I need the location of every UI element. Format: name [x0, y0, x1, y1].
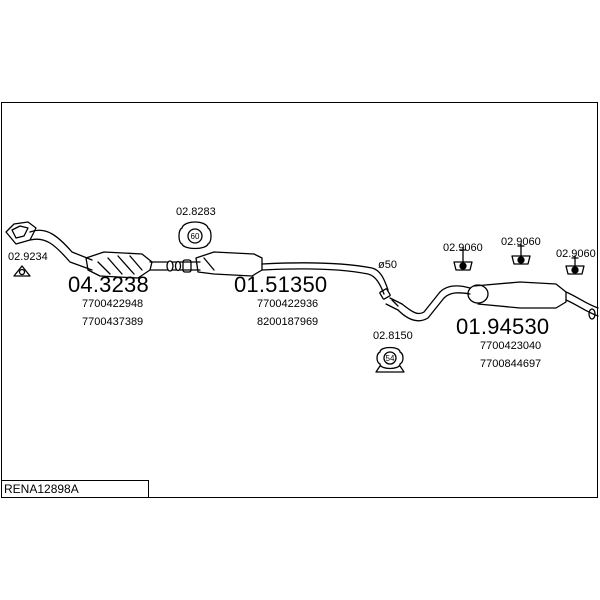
middle-silencer-part-number: 01.51350: [234, 272, 328, 297]
rear-silencer-drawing: [397, 281, 599, 322]
downpipe-ref-1: 7700422948: [82, 298, 144, 310]
rear-silencer-ref-2: 7700844697: [480, 358, 542, 370]
rear-silencer-ref-1: 7700423040: [480, 340, 542, 352]
clamp-rear-part-number: 02.8150: [373, 330, 413, 342]
hanger-icon: [453, 247, 473, 271]
clamp-size-label: 54: [386, 354, 395, 363]
middle-silencer-ref-1: 7700422936: [257, 298, 319, 310]
rear-silencer-part-number: 01.94530: [456, 314, 550, 339]
clamp-size-label: 60: [191, 232, 200, 241]
middle-silencer-ref-2: 8200187969: [257, 316, 319, 328]
hanger-2-part-number: 02.9060: [501, 236, 541, 248]
downpipe-ref-2: 7700437389: [82, 316, 144, 328]
diagram-code: RENA12898A: [4, 482, 79, 496]
clamp-icon: [178, 221, 212, 250]
clamp-mid-part-number: 02.8283: [176, 206, 216, 218]
hanger-3-part-number: 02.9060: [556, 248, 596, 260]
hanger-icon: [565, 255, 585, 275]
downpipe-drawing: [5, 221, 182, 279]
pipe-diameter-label: ø50: [378, 259, 397, 271]
clamp-icon: [375, 346, 405, 373]
middle-silencer-drawing: [179, 251, 403, 311]
gasket-icon: [13, 265, 31, 277]
diagram-code-box: RENA12898A: [1, 480, 149, 498]
gasket-part-number: 02.9234: [8, 251, 48, 263]
hanger-icon: [511, 243, 531, 265]
downpipe-part-number: 04.3238: [68, 272, 149, 297]
diagram-frame: [1, 102, 598, 498]
hanger-1-part-number: 02.9060: [443, 242, 483, 254]
